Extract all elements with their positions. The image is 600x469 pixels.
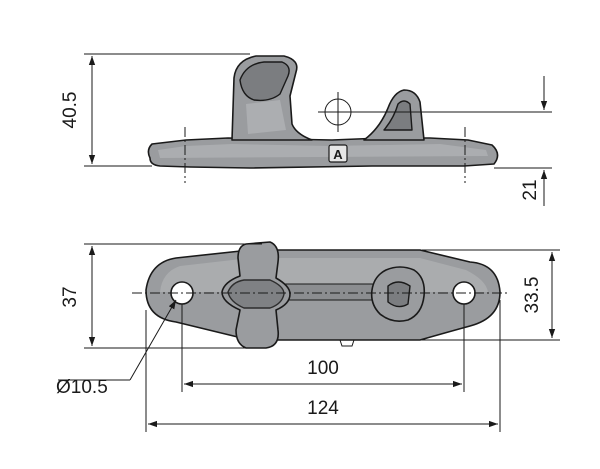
- top-notch: [339, 339, 355, 347]
- dim-hole-width-label: 33.5: [522, 277, 543, 314]
- dim-overall-length-label: 124: [307, 398, 339, 419]
- marking-letter: A: [333, 147, 343, 162]
- side-post-shadow: [239, 61, 290, 102]
- side-view: A 40.5 21: [60, 53, 552, 206]
- dim-dia-leader: [129, 299, 177, 381]
- top-slot: [281, 283, 379, 301]
- dim-hole-spacing-label: 100: [307, 358, 339, 379]
- top-post-shadow: [227, 279, 285, 309]
- marking-box: [328, 144, 348, 163]
- side-hook-inner: [383, 100, 413, 131]
- top-view: 37 33.5 Ø10.5 100 124: [56, 241, 560, 432]
- dim-hole-diameter-label: Ø10.5: [56, 377, 108, 398]
- dim-side-height-label: 40.5: [60, 92, 81, 129]
- side-base-highlight: [158, 144, 488, 158]
- dim-width-label: 37: [60, 286, 81, 307]
- side-post-face: [246, 100, 286, 134]
- dim-side-offset-label: 21: [520, 179, 541, 200]
- top-hook-inner: [387, 281, 411, 308]
